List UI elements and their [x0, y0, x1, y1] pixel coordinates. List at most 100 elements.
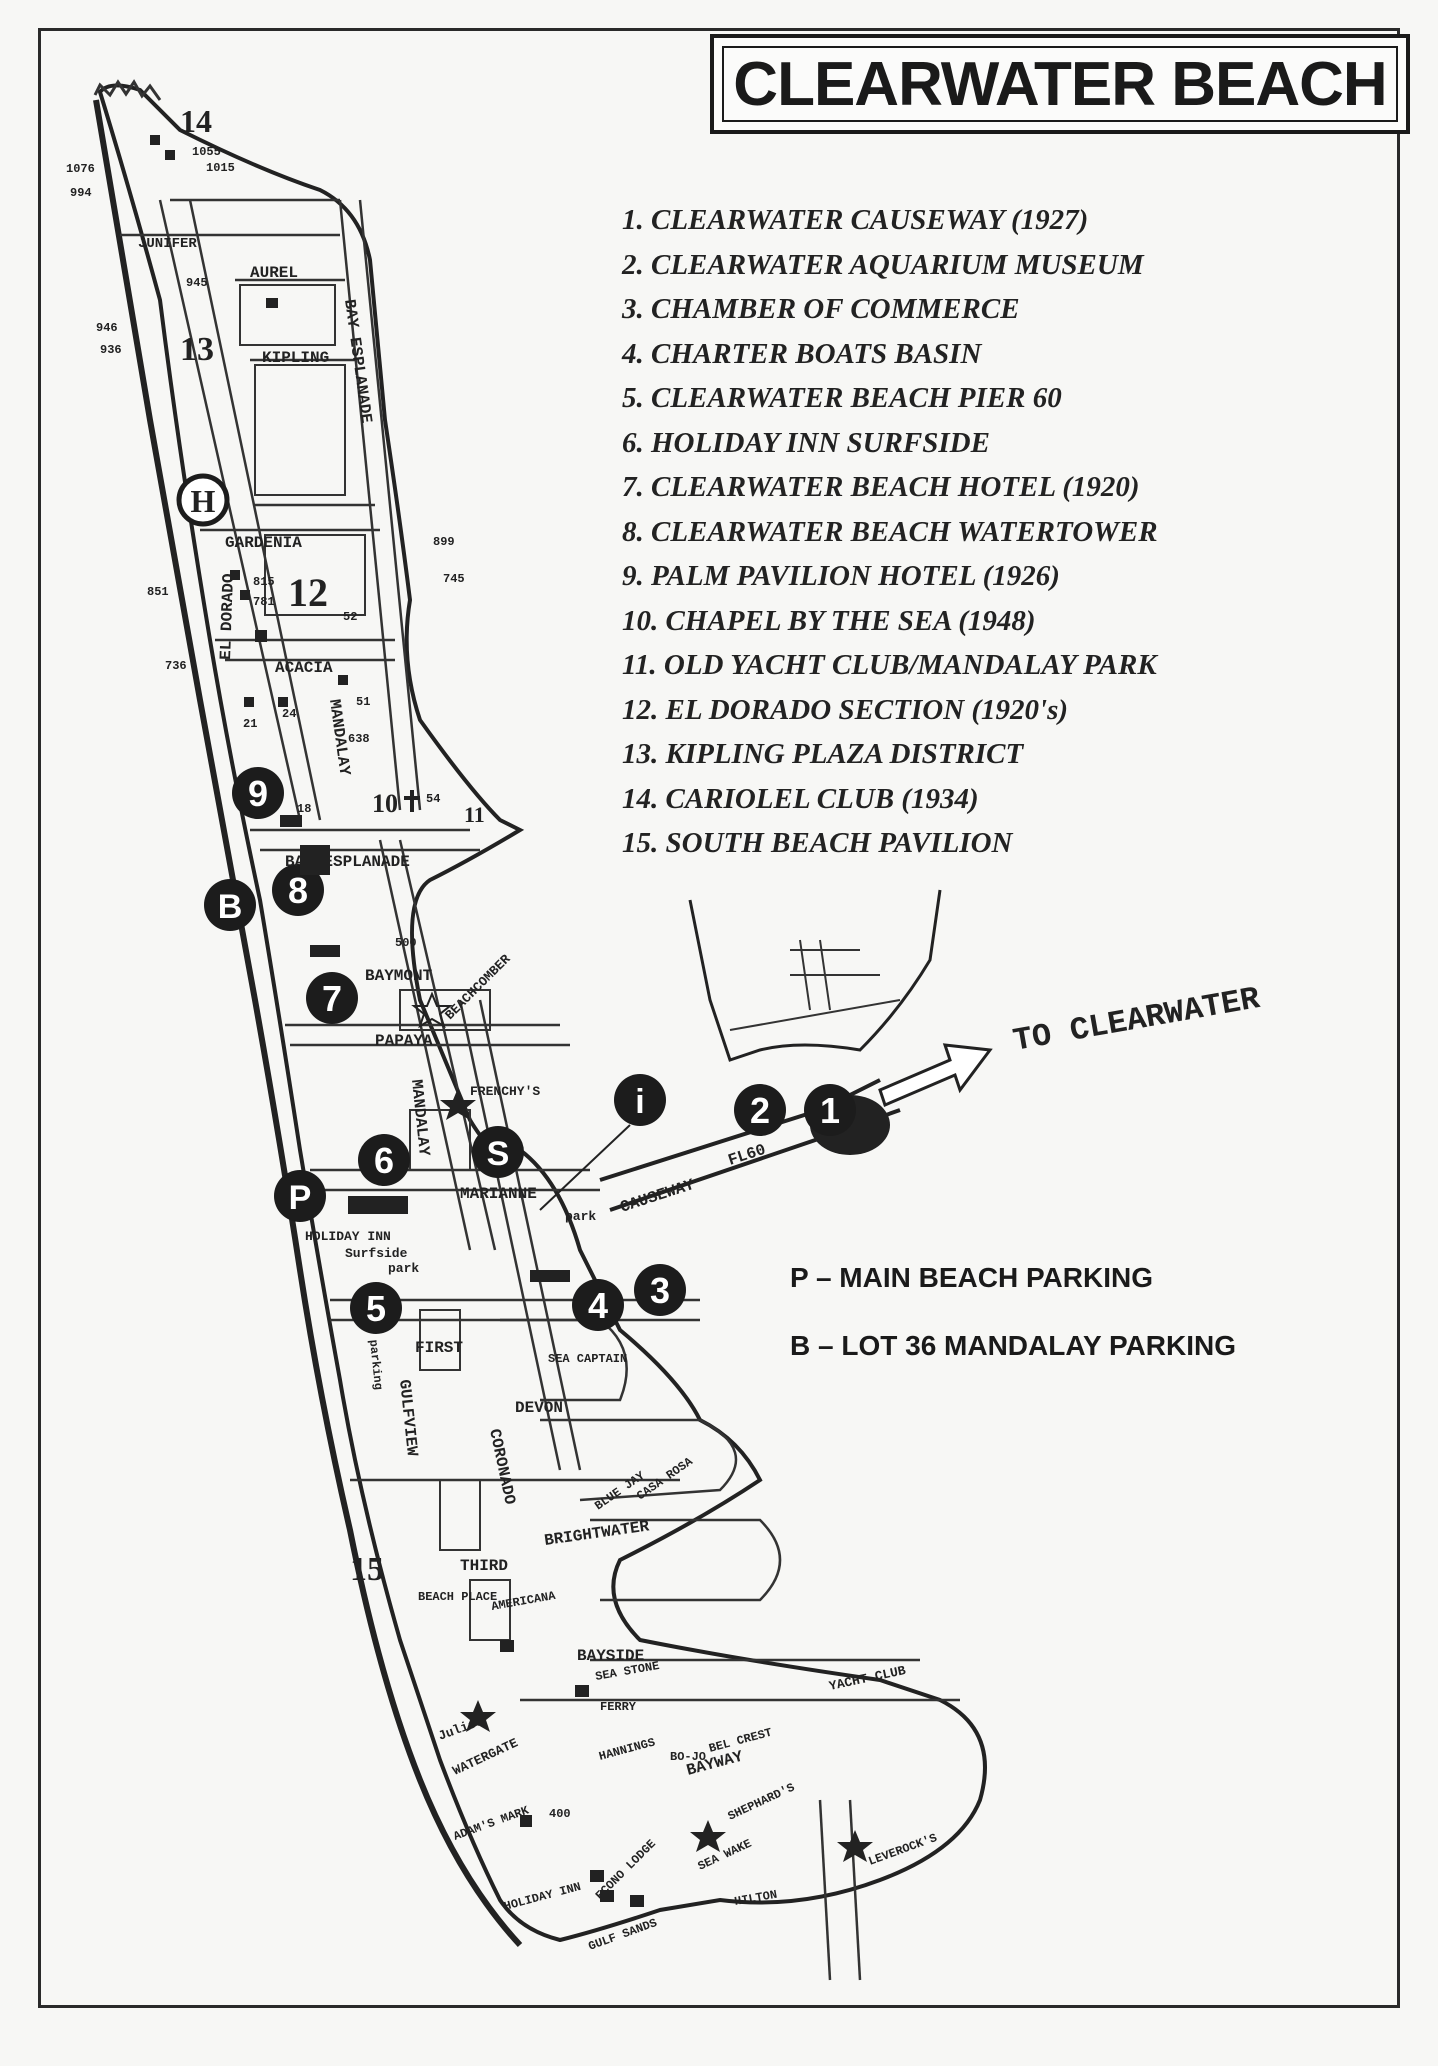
marker-4: 4: [572, 1279, 624, 1331]
street-marianne: MARIANNE: [460, 1185, 537, 1203]
place-holiday-inn-surfside: HOLIDAY INN: [305, 1229, 391, 1244]
north-tip-hatch: [93, 79, 162, 101]
number-15: 15: [350, 1551, 384, 1588]
place-ferry: FERRY: [600, 1700, 637, 1714]
marker-1: 1: [804, 1084, 856, 1136]
marker-2-label: 2: [750, 1090, 770, 1131]
address-24: 24: [282, 707, 296, 721]
number-12: 12: [288, 570, 328, 615]
address-899: 899: [433, 535, 455, 549]
street-devon: DEVON: [515, 1399, 563, 1417]
place-parking-vertical: parking: [366, 1339, 385, 1391]
address-1015: 1015: [206, 161, 235, 175]
place-surfside: Surfside: [345, 1246, 408, 1261]
street-coronado: CORONADO: [485, 1427, 519, 1506]
marker-2: 2: [734, 1084, 786, 1136]
address-52: 52: [343, 610, 357, 624]
place-hilton: HILTON: [733, 1888, 778, 1909]
title-box-inner-border: [722, 46, 1398, 122]
marker-i-info: i: [614, 1074, 666, 1126]
address-1055: 1055: [192, 145, 221, 159]
star-markers: [411, 991, 873, 1862]
chapel-cross-icon: [404, 790, 420, 812]
place-holiday-inn: HOLIDAY INN: [502, 1880, 582, 1914]
star-icon-frenchys: [440, 1088, 476, 1120]
marker-3-label: 3: [650, 1270, 670, 1311]
place-park-surfside: park: [388, 1261, 419, 1276]
legend-item-1: 1. CLEARWATER CAUSEWAY (1927): [622, 204, 1089, 236]
address-638: 638: [348, 732, 370, 746]
gulf-shoreline: [97, 83, 987, 1943]
legend-item-10: 10. CHAPEL BY THE SEA (1948): [622, 604, 1036, 637]
legend-item-13: 13. KIPLING PLAZA DISTRICT: [622, 738, 1024, 770]
place-park-marianne: park: [565, 1209, 596, 1224]
place-americana: AMERICANA: [490, 1589, 557, 1614]
parking-legend-b: B – LOT 36 MANDALAY PARKING: [790, 1330, 1236, 1361]
legend-item-2: 2. CLEARWATER AQUARIUM MUSEUM: [622, 248, 1144, 281]
address-54: 54: [426, 792, 440, 806]
marker-8: 8: [272, 864, 324, 916]
street-watergate: WATERGATE: [450, 1735, 520, 1778]
address-936: 936: [100, 343, 122, 357]
street-causeway: CAUSEWAY: [618, 1176, 697, 1217]
place-beach-place: BEACH PLACE: [418, 1590, 497, 1604]
map-frame: [38, 28, 1400, 2008]
street-baymont: BAYMONT: [365, 967, 433, 985]
star-icon-julies: [460, 1700, 496, 1732]
place-bo-jo: BO-JO: [670, 1750, 706, 1764]
number-13: 13: [180, 331, 214, 368]
number-11: 11: [464, 802, 485, 827]
marker-7: 7: [306, 972, 358, 1024]
place-hannings: HANNINGS: [597, 1735, 656, 1763]
marker-s: S: [472, 1126, 524, 1178]
place-frenchys: FRENCHY'S: [470, 1084, 540, 1099]
address-1076: 1076: [66, 162, 95, 176]
place-beachcomber: BEACHCOMBER: [442, 951, 513, 1022]
beach-shore-west: [93, 99, 523, 1948]
star-icon-shephards: [690, 1820, 726, 1852]
city-blocks: [239, 284, 511, 1641]
address-781: 781: [253, 595, 275, 609]
street-el-dorado: EL DORADO: [217, 573, 238, 660]
street-third: THIRD: [460, 1557, 508, 1575]
address-815: 815: [253, 575, 275, 589]
marker-1-label: 1: [820, 1090, 840, 1131]
mainland-shore: [688, 889, 942, 1062]
marker-h-hospital: H: [176, 473, 230, 527]
street-yacht-club: YACHT CLUB: [828, 1663, 908, 1694]
street-kipling: KIPLING: [262, 349, 329, 367]
address-18: 18: [297, 802, 311, 816]
mainland-streets: [729, 939, 901, 1031]
marker-6: 6: [358, 1134, 410, 1186]
marker-5: 5: [350, 1282, 402, 1334]
address-736: 736: [165, 659, 187, 673]
street-fl60: FL60: [726, 1141, 768, 1170]
legend-item-4: 4. CHARTER BOATS BASIN: [622, 337, 982, 370]
marker-p-label: P: [289, 1179, 312, 1217]
parking-legend-p: P – MAIN BEACH PARKING: [790, 1262, 1154, 1293]
street-papaya: PAPAYA: [375, 1032, 433, 1050]
address-400: 400: [549, 1807, 571, 1821]
legend-item-12: 12. EL DORADO SECTION (1920's): [622, 693, 1069, 726]
marker-3: 3: [634, 1264, 686, 1316]
legend-item-15: 15. SOUTH BEACH PAVILION: [622, 827, 1013, 859]
street-aurel: AUREL: [250, 264, 298, 282]
street-gardenia: GARDENIA: [225, 534, 302, 552]
info-pointer-line: [539, 1124, 631, 1211]
address-851: 851: [147, 585, 169, 599]
star-icon-leverocks: [837, 1830, 873, 1862]
marker-9: 9: [232, 767, 284, 819]
marker-p-parking: P: [274, 1170, 326, 1222]
street-gulfview: GULFVIEW: [395, 1379, 421, 1458]
marker-s-label: S: [487, 1135, 510, 1173]
address-21: 21: [243, 717, 257, 731]
title-box: CLEARWATER BEACH: [710, 34, 1410, 134]
place-sea-captain: SEA CAPTAIN: [548, 1352, 627, 1366]
star-icon-beachcomber: [411, 991, 453, 1029]
legend-item-5: 5. CLEARWATER BEACH PIER 60: [622, 382, 1062, 414]
address-51: 51: [356, 695, 370, 709]
marker-b-parking: B: [204, 879, 256, 931]
street-acacia: ACACIA: [275, 659, 333, 677]
marker-5-label: 5: [366, 1288, 386, 1329]
